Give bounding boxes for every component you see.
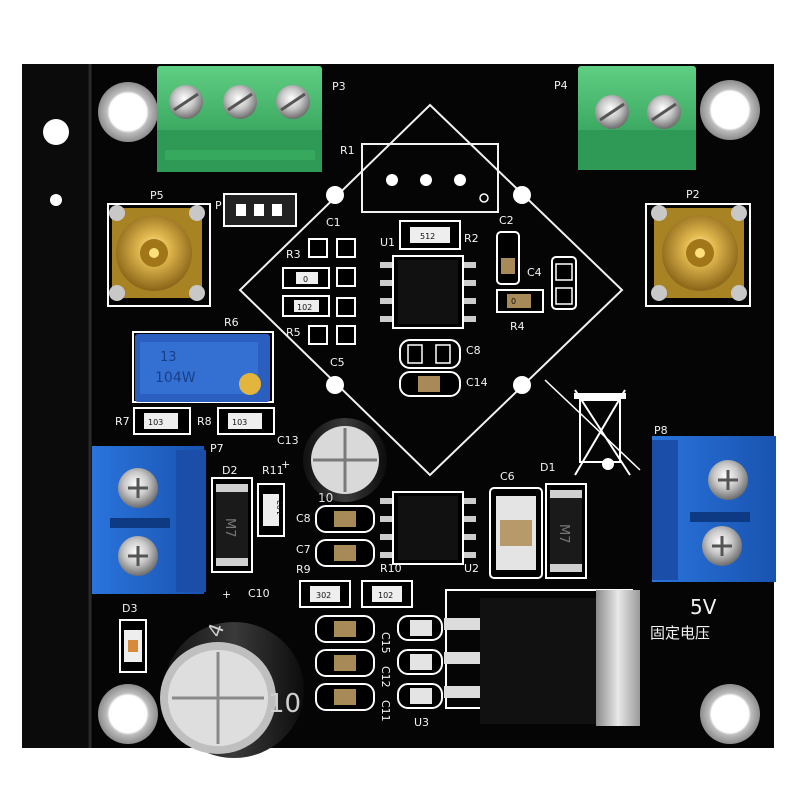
label-c15: C15 [379, 632, 392, 654]
label-c11: C11 [379, 700, 392, 722]
label-p3: P3 [332, 80, 346, 93]
label-fixed-voltage: 固定电压 [650, 624, 710, 642]
label-c4: C4 [527, 266, 542, 279]
label-p2: P2 [686, 188, 700, 201]
resistors-r7-r8: 103 103 [133, 407, 275, 435]
label-c2: C2 [499, 214, 514, 227]
svg-text:0: 0 [511, 297, 516, 306]
label-p5: P5 [150, 189, 164, 202]
label-c5: C5 [330, 356, 345, 369]
label-c13: C13 [277, 434, 299, 447]
label-r11: R11 [262, 464, 284, 477]
svg-text:10: 10 [318, 491, 333, 505]
svg-text:M7: M7 [556, 524, 571, 544]
terminal-block-p3 [157, 66, 322, 172]
caps-c8-c7 [315, 505, 375, 567]
label-p4: P4 [554, 79, 568, 92]
label-r3: R3 [286, 248, 301, 261]
sma-connector-p5 [107, 203, 211, 307]
label-c12: C12 [379, 666, 392, 688]
svg-text:512: 512 [420, 232, 435, 241]
resistor-r11: 102 [257, 483, 285, 537]
label-u1: U1 [380, 236, 395, 249]
svg-text:103: 103 [148, 418, 163, 427]
label-c7: C7 [296, 543, 311, 556]
label-c10-plus: + [222, 588, 231, 601]
label-d3: D3 [122, 602, 137, 615]
pot-code-bottom: 104W [155, 370, 196, 386]
label-c8: C8 [296, 512, 311, 525]
pcb-left-strip [22, 64, 88, 748]
svg-text:102: 102 [276, 500, 285, 515]
smd-components-left: 0 102 [282, 238, 356, 345]
diamond-outline [238, 103, 624, 477]
terminal-block-p4 [578, 66, 696, 170]
jumper-header [223, 193, 297, 227]
label-r1: R1 [340, 144, 355, 157]
svg-text:103: 103 [232, 418, 247, 427]
label-r4: R4 [510, 320, 525, 333]
terminal-block-p8 [652, 436, 776, 582]
label-u2: U2 [464, 562, 479, 575]
mount-hole-bottom-left [98, 684, 158, 744]
label-c6-top: C8 [466, 344, 481, 357]
label-r7: R7 [115, 415, 130, 428]
mount-hole-top-right [700, 80, 760, 140]
label-c1: C1 [326, 216, 341, 229]
trim-potentiometer-r6: 13 104W [132, 331, 274, 403]
electrolytic-cap-c13: 10 [303, 418, 387, 505]
label-c6: C6 [500, 470, 515, 483]
resistor-r2: 512 [399, 220, 461, 250]
ic-u2 [380, 491, 476, 565]
svg-text:M7: M7 [222, 518, 237, 538]
svg-text:102: 102 [297, 303, 312, 312]
led-d3 [119, 619, 147, 673]
svg-text:10: 10 [268, 689, 301, 719]
label-r5: R5 [286, 326, 301, 339]
label-p7: P7 [210, 442, 224, 455]
left-strip-hole-large [43, 119, 69, 145]
caps-c15-c12-c11 [315, 615, 375, 711]
svg-text:302: 302 [316, 591, 331, 600]
label-c10: C10 [248, 587, 270, 600]
label-5v: 5V [690, 595, 717, 619]
label-d1: D1 [540, 461, 555, 474]
label-c14: C14 [466, 376, 488, 389]
label-r2: R2 [464, 232, 479, 245]
diode-d2: M7 [211, 477, 253, 573]
label-r8: R8 [197, 415, 212, 428]
label-d2: D2 [222, 464, 237, 477]
svg-text:102: 102 [378, 591, 393, 600]
label-p8: P8 [654, 424, 668, 437]
pot-code-top: 13 [160, 350, 177, 365]
sma-connector-p2 [645, 203, 751, 307]
diode-d1: M7 [545, 483, 587, 579]
label-p1: P [215, 199, 222, 212]
left-strip-hole-small [50, 194, 62, 206]
resistors-r9-r10: 302 102 [299, 580, 413, 608]
mount-hole-top-left [98, 82, 158, 142]
caps-c6-c14 [399, 339, 461, 397]
voltage-regulator-u3 [444, 589, 640, 726]
electrolytic-cap-c10: 4 10 [160, 620, 304, 758]
smd-components-right: 0 [496, 231, 577, 313]
label-u3: U3 [414, 716, 429, 729]
svg-text:0: 0 [303, 275, 308, 284]
label-c13-plus: + [281, 458, 290, 471]
label-r10: R10 [380, 562, 402, 575]
weee-bin-symbol [544, 379, 641, 476]
r1-outline [361, 143, 499, 213]
label-r6: R6 [224, 316, 239, 329]
label-r9: R9 [296, 563, 311, 576]
terminal-block-p7 [92, 446, 206, 594]
cap-c6-large [489, 487, 543, 579]
mount-hole-bottom-right [700, 684, 760, 744]
caps-near-regulator [397, 615, 443, 709]
ic-u1 [380, 255, 476, 329]
